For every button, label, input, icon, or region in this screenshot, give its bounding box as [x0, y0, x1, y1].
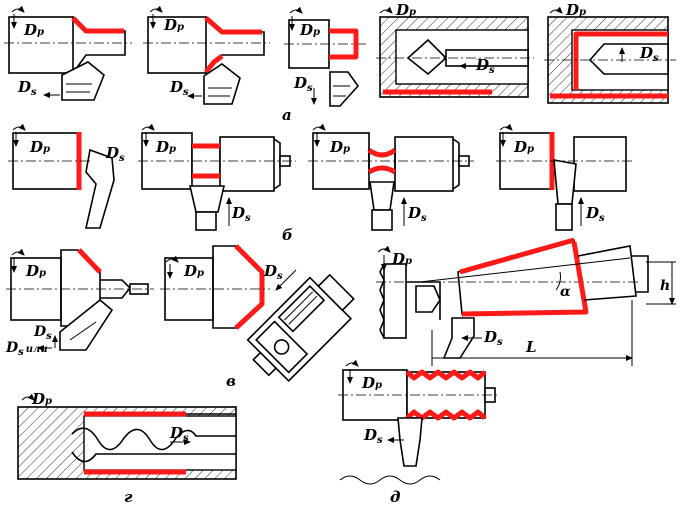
label-dp-b1: Dp: [29, 138, 50, 156]
panel-b3: [308, 123, 474, 231]
section-label-a: а: [282, 106, 292, 124]
label-alpha: α: [560, 284, 571, 300]
label-ds-b2: Ds: [231, 204, 251, 224]
panel-b4: [496, 123, 632, 231]
label-dp-v3: Dp: [391, 250, 412, 268]
label-dp-a1: Dp: [23, 21, 44, 39]
panel-a5: [544, 6, 676, 104]
label-dp-b3: Dp: [329, 138, 350, 156]
label-ds-v1: Ds: [33, 324, 52, 342]
label-ds-a1: Ds: [17, 78, 37, 98]
label-dp-d: Dp: [361, 374, 382, 392]
label-ds-a2: Ds: [169, 78, 189, 98]
label-h: h: [660, 278, 670, 294]
panel-a2: [143, 5, 270, 105]
label-dp-a3: Dp: [299, 21, 320, 39]
label-dp-g: Dp: [31, 390, 52, 408]
label-dp-a5: Dp: [565, 1, 586, 19]
label-ds-b1: Ds: [105, 144, 125, 164]
label-L: L: [525, 338, 537, 356]
panel-g: [17, 393, 237, 480]
label-ds-b3: Ds: [407, 204, 427, 224]
panel-a1: [4, 5, 132, 101]
label-dp-b2: Dp: [155, 138, 176, 156]
label-ds-v3: Ds: [483, 328, 503, 348]
labels: Dp Ds Dp Ds Dp Ds Dp Ds Dp Ds а Dp Ds Dp…: [5, 1, 670, 506]
label-ds-a3: Ds: [293, 74, 313, 94]
label-dp-b4: Dp: [513, 138, 534, 156]
label-dp-v2: Dp: [183, 262, 204, 280]
section-label-v: в: [226, 372, 236, 390]
label-ds-g: Ds: [169, 424, 189, 444]
panel-a3: [284, 6, 366, 107]
label-dp-a4: Dp: [395, 1, 416, 19]
panel-a4: [376, 6, 534, 98]
panel-v2: [160, 244, 355, 383]
panel-b1: [8, 123, 115, 229]
section-label-b: б: [282, 226, 293, 244]
label-dp-a2: Dp: [163, 16, 184, 34]
panel-b2: [138, 123, 296, 231]
panel-d: [338, 359, 500, 485]
label-ds-b4: Ds: [585, 204, 605, 224]
label-ds-d: Ds: [363, 426, 383, 446]
label-dp-v1: Dp: [25, 262, 46, 280]
label-ds-a5: Ds: [639, 44, 659, 64]
label-ds-v2: Ds: [263, 262, 283, 282]
section-label-d: д: [390, 488, 400, 506]
panel-v1: [6, 248, 154, 351]
panel-v3: [376, 237, 676, 366]
label-ds-a4: Ds: [475, 56, 495, 76]
tool-holder-block: [246, 273, 355, 383]
section-label-g: г: [124, 488, 133, 506]
